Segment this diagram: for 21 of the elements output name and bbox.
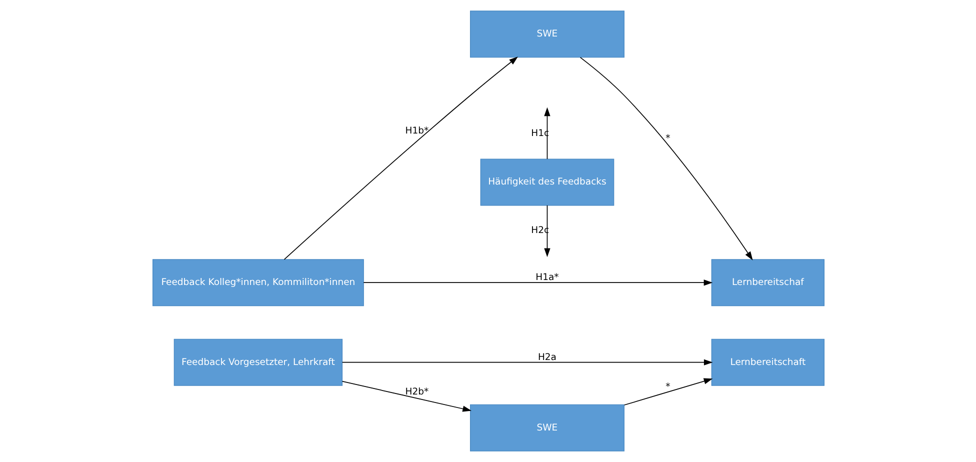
- arrow: [283, 56, 518, 260]
- edge-label: H2b*: [404, 386, 428, 398]
- node-box: Lernbereitschaf: [710, 259, 824, 306]
- edge-label: H2a: [537, 352, 556, 363]
- arrow: [544, 107, 550, 160]
- edge-label: H1a*: [535, 272, 558, 284]
- arrow: [362, 280, 712, 286]
- arrow: [623, 378, 712, 406]
- node-box: Feedback Vorgesetzter, Lehrkraft: [173, 338, 342, 386]
- edge-label: *: [665, 382, 670, 393]
- node-box: SWE: [470, 404, 624, 452]
- arrow: [341, 380, 472, 412]
- edge-label: *: [665, 133, 670, 144]
- arrow: [544, 204, 550, 258]
- arrow: [341, 359, 712, 366]
- edge-label: H1b*: [404, 125, 428, 136]
- node-box: Lernbereitschaft: [710, 338, 824, 386]
- node-box: Feedback Kolleg*innen, Kommiliton*innen: [152, 259, 364, 306]
- node-box: SWE: [470, 10, 624, 58]
- node-box: Häufigkeit des Feedbacks: [480, 158, 614, 206]
- arrow: [579, 57, 752, 260]
